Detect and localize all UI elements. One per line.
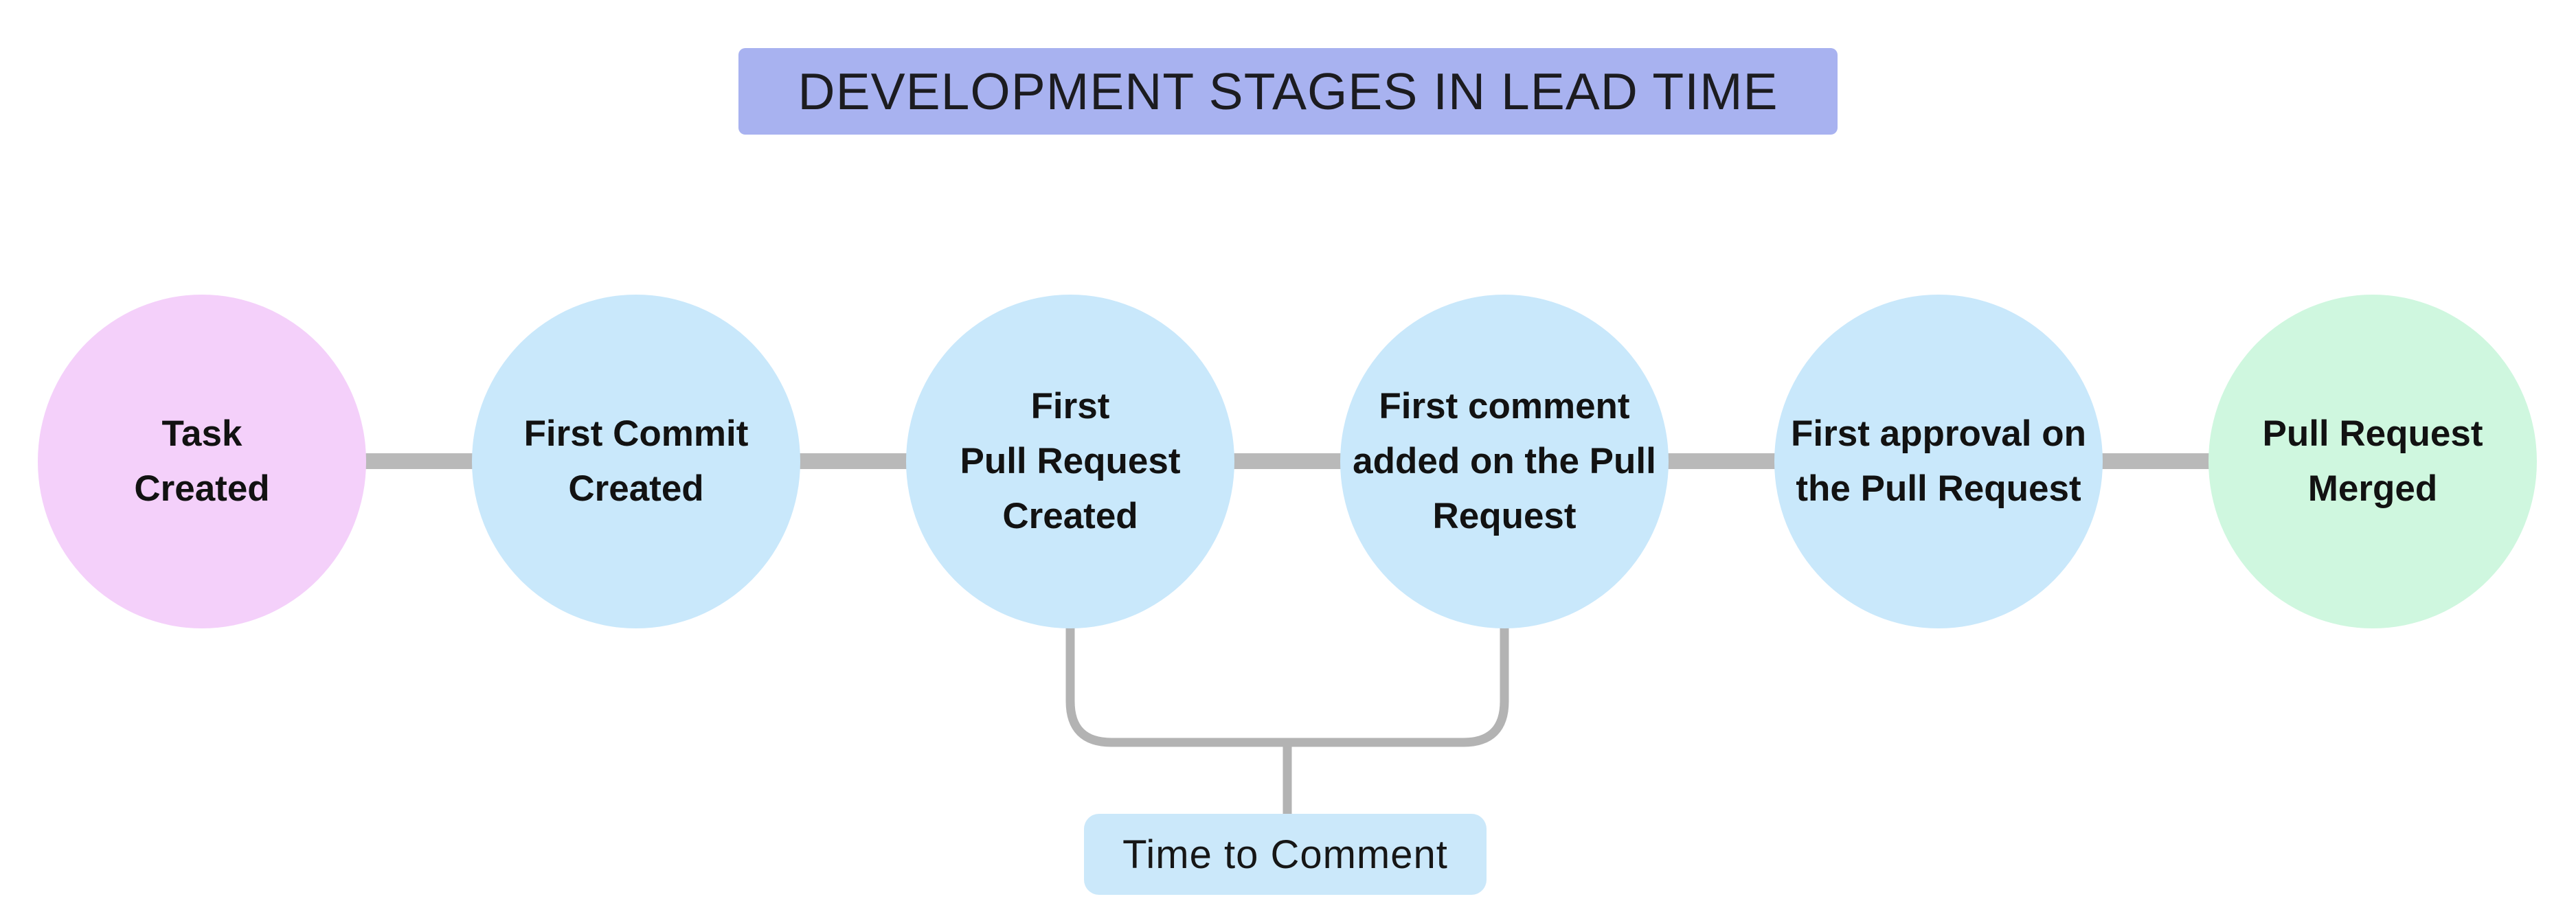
time-to-comment-label: Time to Comment [1084, 814, 1487, 895]
diagram-title: DEVELOPMENT STAGES IN LEAD TIME [738, 48, 1838, 135]
stage-circle-task-created: Task Created [38, 295, 366, 628]
stage-circle-first-pull-request: First Pull Request Created [906, 295, 1234, 628]
bracket-curve [1065, 618, 1509, 747]
stage-circle-first-approval: First approval on the Pull Request [1774, 295, 2103, 628]
stage-circle-first-comment: First comment added on the Pull Request [1340, 295, 1669, 628]
stage-circle-first-commit: First Commit Created [472, 295, 800, 628]
stage-circle-pull-request-merged: Pull Request Merged [2208, 295, 2537, 628]
